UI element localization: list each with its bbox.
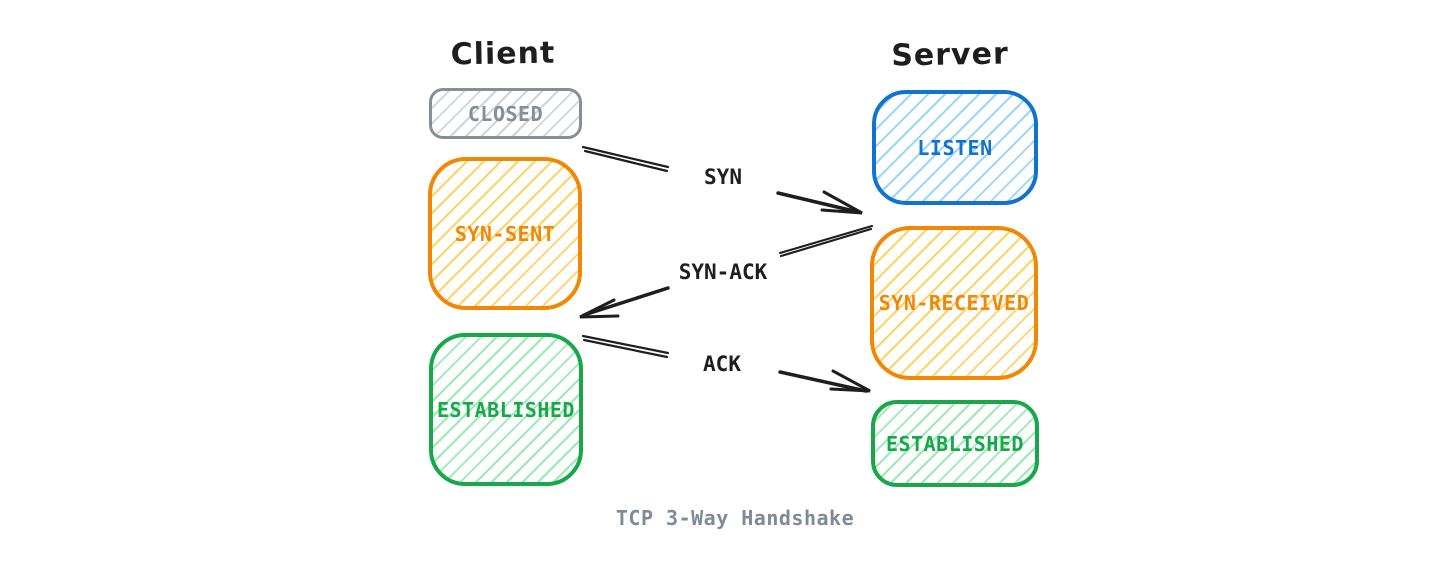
syn-arrow	[581, 145, 863, 215]
state-label-server-established: ESTABLISHED	[886, 431, 1024, 456]
state-label-syn-received: SYN-RECEIVED	[878, 291, 1030, 315]
state-box-client-syn-sent: SYN-SENT	[428, 157, 582, 310]
state-box-client-closed: CLOSED	[429, 88, 582, 139]
state-box-server-established: ESTABLISHED	[871, 400, 1039, 487]
state-box-server-listen: LISTEN	[872, 90, 1038, 205]
message-label-syn: SYN	[698, 165, 748, 189]
state-label-client-established: ESTABLISHED	[437, 397, 575, 422]
syn-ack-arrow	[579, 224, 874, 319]
state-box-server-syn-received: SYN-RECEIVED	[870, 226, 1038, 380]
message-label-ack: ACK	[697, 352, 747, 376]
ack-arrow	[581, 334, 871, 393]
message-label-syn-ack: SYN-ACK	[672, 260, 774, 284]
state-label-listen: LISTEN	[917, 135, 993, 160]
state-label-closed: CLOSED	[467, 101, 544, 126]
state-label-syn-sent: SYN-SENT	[454, 221, 556, 246]
state-box-client-established: ESTABLISHED	[429, 333, 583, 486]
diagram-caption: TCP 3-Way Handshake	[615, 506, 855, 530]
